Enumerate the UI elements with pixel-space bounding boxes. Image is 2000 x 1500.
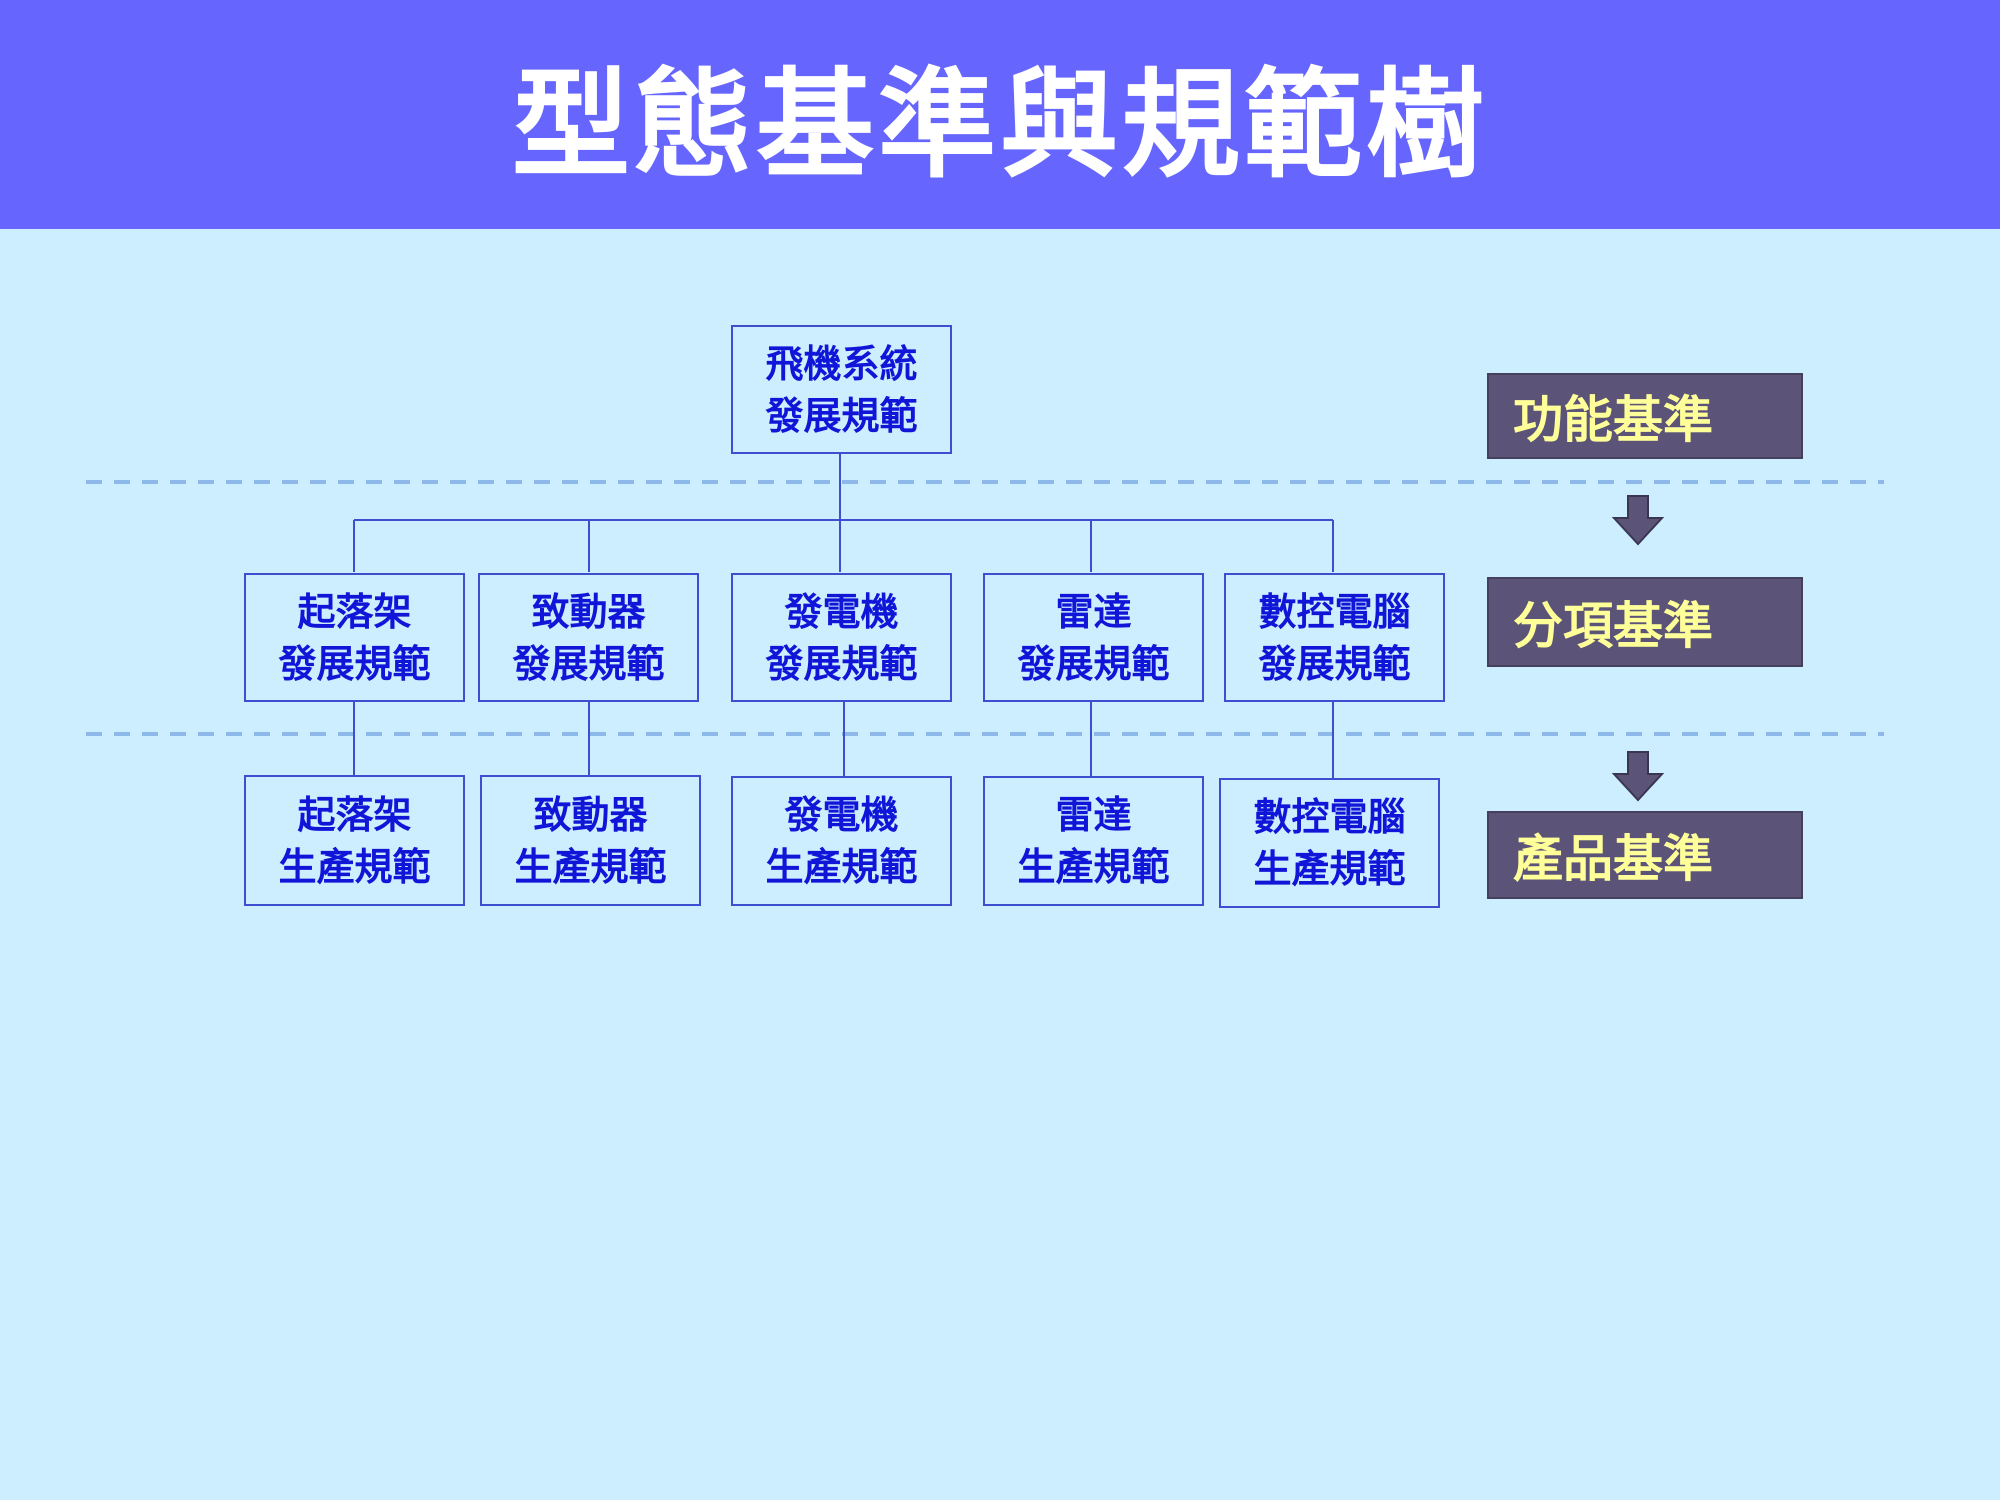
node-line-2: 發展規範 (1017, 641, 1170, 686)
node-line-2: 生產規範 (1253, 847, 1406, 891)
down-arrow-icon (1611, 751, 1665, 802)
node-dev-radar: 雷達 發展規範 (983, 573, 1204, 702)
node-prod-nc-computer: 數控電腦 生產規範 (1219, 778, 1440, 908)
node-dev-actuator: 致動器 發展規範 (478, 573, 699, 702)
node-line-2: 生產規範 (514, 844, 667, 889)
node-line-2: 生產規範 (278, 844, 431, 889)
node-line-1: 致動器 (531, 589, 646, 634)
node-dev-landing-gear: 起落架 發展規範 (244, 573, 465, 702)
node-prod-landing-gear: 起落架 生產規範 (244, 775, 465, 906)
node-dev-nc-computer: 數控電腦 發展規範 (1224, 573, 1445, 702)
node-line-1: 起落架 (297, 792, 412, 837)
baseline-allocated: 分項基準 (1487, 577, 1803, 667)
node-line-2: 發展規範 (1258, 641, 1411, 686)
node-line-1: 發電機 (784, 589, 899, 634)
node-line-1: 致動器 (533, 792, 648, 837)
baseline-label: 功能基準 (1513, 391, 1713, 449)
baseline-product: 產品基準 (1487, 811, 1803, 899)
title-bar: 型態基準與規範樹 (0, 0, 2000, 229)
node-line-2: 生產規範 (765, 845, 918, 889)
node-prod-generator: 發電機 生產規範 (731, 776, 952, 906)
node-line-1: 數控電腦 (1253, 795, 1406, 839)
node-root: 飛機系統 發展規範 (731, 325, 952, 454)
node-line-2: 發展規範 (512, 641, 665, 686)
down-arrow-icon (1611, 495, 1665, 546)
baseline-label: 產品基準 (1513, 830, 1713, 888)
node-line-2: 發展規範 (765, 393, 918, 438)
node-line-2: 發展規範 (765, 641, 918, 686)
node-prod-radar: 雷達 生產規範 (983, 776, 1204, 906)
node-line-1: 起落架 (297, 589, 412, 634)
node-line-1: 數控電腦 (1258, 589, 1411, 634)
node-line-2: 發展規範 (278, 641, 431, 686)
node-line-2: 生產規範 (1017, 845, 1170, 889)
node-line-1: 雷達 (1055, 589, 1132, 634)
baseline-label: 分項基準 (1513, 597, 1713, 655)
node-prod-actuator: 致動器 生產規範 (480, 775, 701, 906)
node-line-1: 飛機系統 (765, 341, 918, 386)
node-line-1: 雷達 (1055, 793, 1132, 837)
node-dev-generator: 發電機 發展規範 (731, 573, 952, 702)
node-line-1: 發電機 (784, 793, 899, 837)
page-title: 型態基準與規範樹 (511, 56, 1488, 194)
baseline-functional: 功能基準 (1487, 373, 1803, 459)
